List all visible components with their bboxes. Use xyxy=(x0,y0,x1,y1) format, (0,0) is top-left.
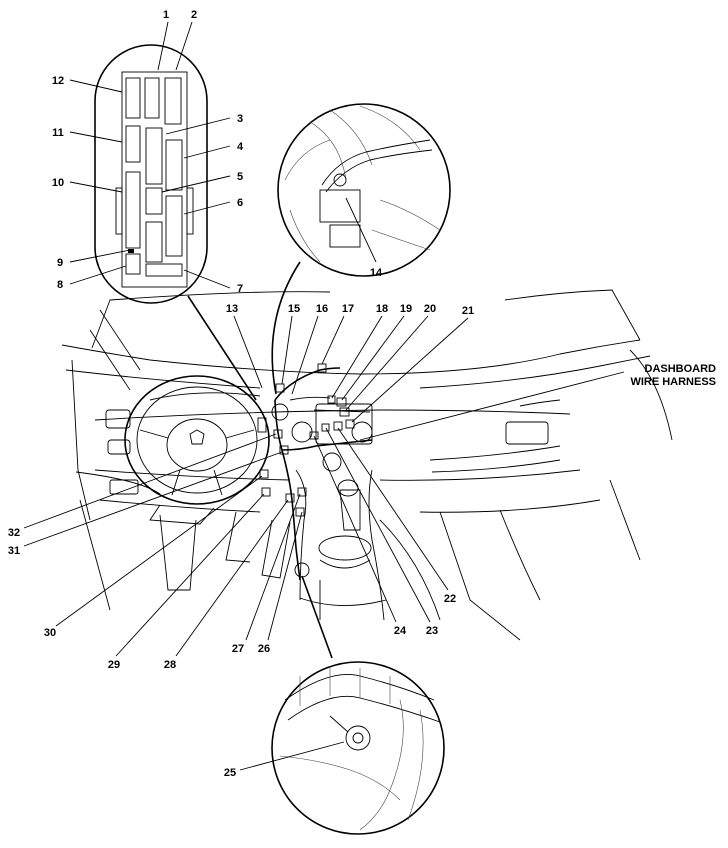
callout-16: 16 xyxy=(316,303,328,315)
center-stack xyxy=(315,403,373,445)
connector-21 xyxy=(345,419,355,429)
callout-6: 6 xyxy=(237,197,243,209)
callout-30: 30 xyxy=(44,627,56,639)
fuse-cavity-7b xyxy=(145,263,183,277)
callout-15: 15 xyxy=(288,303,300,315)
fuse-cavity-6 xyxy=(165,195,183,257)
wire-harness xyxy=(257,363,373,581)
connector-13 xyxy=(257,417,267,433)
callout-9: 9 xyxy=(57,257,63,269)
fuse-cavity-8 xyxy=(125,253,141,275)
callout-32: 32 xyxy=(8,527,20,539)
callout-10: 10 xyxy=(52,177,64,189)
callout-13: 13 xyxy=(226,303,238,315)
callout-8: 8 xyxy=(57,279,63,291)
fuse-cavity-11 xyxy=(125,125,141,163)
callout-14: 14 xyxy=(370,267,383,279)
connector-24 xyxy=(309,431,319,440)
leader-lines xyxy=(23,21,625,771)
connector-18 xyxy=(327,395,336,404)
fuse-cavity-10 xyxy=(125,171,141,249)
callout-4: 4 xyxy=(237,141,244,153)
callout-2: 2 xyxy=(191,9,197,21)
callout-labels: 1 2 3 4 5 6 7 8 9 10 11 12 13 14 15 16 1… xyxy=(8,9,716,779)
callout-19: 19 xyxy=(400,303,412,315)
callout-20: 20 xyxy=(424,303,436,315)
connector-15 xyxy=(275,383,285,393)
callout-25: 25 xyxy=(224,767,236,779)
fuse-cavity-7 xyxy=(145,221,163,263)
callout-7: 7 xyxy=(237,283,243,295)
harness-label-line1: DASHBOARD xyxy=(645,363,717,375)
fuse-cavity-3 xyxy=(145,127,163,185)
fuse-cavity-4 xyxy=(165,139,183,191)
connector-30 xyxy=(259,469,269,479)
callout-1: 1 xyxy=(163,9,169,21)
callout-24: 24 xyxy=(394,625,407,637)
fuse-cavity-2 xyxy=(164,77,182,125)
callout-5: 5 xyxy=(237,171,243,183)
connector-14-detail xyxy=(277,103,451,277)
connector-28 xyxy=(285,493,295,503)
connector-25 xyxy=(294,562,310,578)
callout-17: 17 xyxy=(342,303,354,315)
callout-23: 23 xyxy=(426,625,438,637)
callout-21: 21 xyxy=(462,305,474,317)
callout-27: 27 xyxy=(232,643,244,655)
callout-29: 29 xyxy=(108,659,120,671)
connector-32 xyxy=(273,429,283,439)
fuse-cavity-12 xyxy=(125,77,141,119)
callout-22: 22 xyxy=(444,593,456,605)
connector-22 xyxy=(333,421,343,431)
connector-25-detail xyxy=(271,661,445,835)
callout-18: 18 xyxy=(376,303,388,315)
connector-23 xyxy=(321,423,330,432)
callout-11: 11 xyxy=(52,127,64,139)
steering-wheel xyxy=(124,375,270,505)
callout-31: 31 xyxy=(8,545,20,557)
callout-26: 26 xyxy=(258,643,270,655)
fuse-cavity-5 xyxy=(145,187,163,215)
connector-27 xyxy=(295,507,305,517)
connector-29 xyxy=(261,487,271,497)
fuse-cavity-1 xyxy=(144,77,160,119)
harness-label-line2: WIRE HARNESS xyxy=(630,376,716,388)
connector-20 xyxy=(339,407,350,417)
dashboard-drawing xyxy=(61,289,673,641)
callout-12: 12 xyxy=(52,75,64,87)
callout-28: 28 xyxy=(164,659,176,671)
connector-31 xyxy=(279,445,289,455)
fuse-box-inset xyxy=(94,44,208,304)
connector-19 xyxy=(336,397,347,407)
callout-3: 3 xyxy=(237,113,243,125)
connector-26 xyxy=(297,487,307,497)
